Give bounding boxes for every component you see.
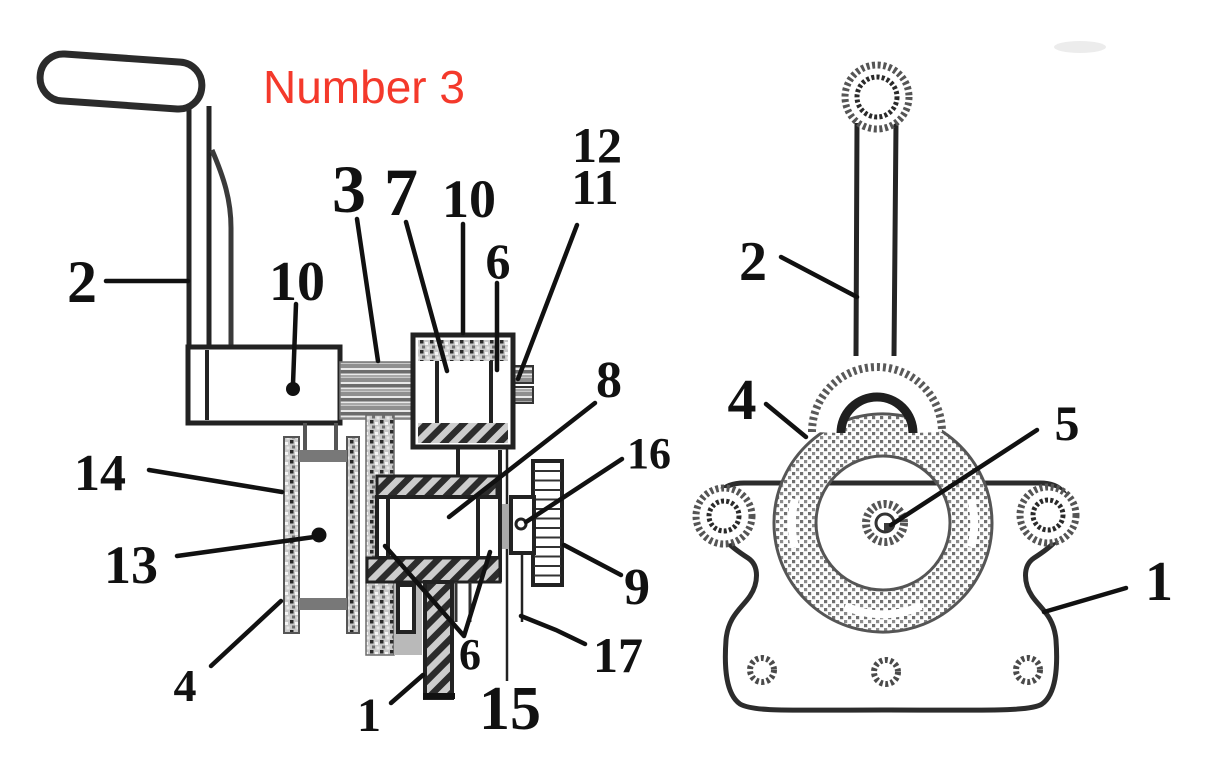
ratchet-gear: [531, 459, 564, 587]
callout-6-bottom: 6: [459, 630, 481, 679]
arm-yoke-dome: [808, 363, 946, 434]
bearing-box: [410, 332, 534, 450]
leader-5-right: [888, 427, 1040, 528]
left-view-callouts: 2 10 3 7 10 6 12 11 8 16 9 17 15 6 1 4 1…: [67, 117, 671, 743]
crank-grip: [36, 50, 206, 113]
leader-16: [523, 456, 625, 525]
leader-12-11: [515, 222, 580, 382]
bracket-slot: [396, 583, 416, 634]
drive-shaft: [339, 361, 415, 420]
callout-8: 8: [596, 352, 622, 409]
leader-14: [146, 467, 285, 495]
flanged-wheel: [283, 423, 360, 634]
frame-bar: [423, 580, 455, 700]
callout-10-top: 10: [442, 169, 496, 229]
leader-3: [354, 216, 381, 364]
callout-4-left: 4: [174, 660, 197, 711]
mounting-hole: [1013, 655, 1043, 685]
callout-1-right: 1: [1145, 551, 1173, 613]
crank-arm: [36, 50, 234, 347]
mounting-hole: [871, 657, 901, 687]
crank-hub: [185, 344, 343, 426]
leader-4-right: [763, 401, 809, 440]
callout-14: 14: [74, 445, 126, 502]
callout-2: 2: [67, 249, 97, 315]
callout-16: 16: [627, 429, 671, 478]
leader-7: [403, 219, 450, 374]
right-view-callouts: 2 4 5 1: [728, 231, 1174, 613]
callout-12: 12: [572, 117, 622, 173]
center-hub: [862, 500, 908, 546]
leader-2-right: [778, 254, 860, 300]
right-view-leaders: [763, 254, 1129, 615]
figure-annotation-text: Number 3: [263, 61, 465, 113]
left-view-side-section: 2 10 3 7 10 6 12 11 8 16 9 17 15 6 1 4 1…: [36, 50, 671, 743]
callout-11: 11: [571, 159, 618, 215]
callout-7: 7: [384, 154, 418, 230]
right-view-front: 2 4 5 1: [692, 41, 1174, 713]
callout-1-left: 1: [357, 689, 381, 742]
scan-smudge: [1054, 41, 1106, 53]
leader-4-left: [208, 598, 284, 669]
left-boss: [692, 484, 756, 548]
callout-2-right: 2: [739, 231, 767, 293]
hub-target-dot: [286, 382, 300, 396]
leader-1-left: [388, 672, 426, 706]
callout-3: 3: [332, 151, 366, 227]
front-arm: [853, 122, 899, 357]
callout-6-top: 6: [486, 233, 511, 289]
mounting-hole: [747, 655, 777, 685]
mounting-holes: [747, 655, 1043, 687]
callout-10-hub: 10: [269, 251, 325, 313]
leader-1-right: [1041, 585, 1129, 615]
callout-15: 15: [479, 675, 541, 743]
right-boss: [1016, 483, 1080, 547]
leader-8: [446, 400, 598, 520]
leader-9: [561, 542, 624, 578]
callout-13: 13: [104, 535, 158, 595]
pawl-housing: [502, 495, 536, 555]
callout-17: 17: [593, 627, 643, 683]
leader-13: [174, 534, 317, 559]
leader-17: [518, 613, 588, 647]
ring-drum: [772, 412, 994, 634]
leader-10-hub: [290, 301, 299, 387]
callout-4-right: 4: [728, 367, 757, 432]
callout-5-right: 5: [1055, 395, 1080, 451]
callout-9: 9: [624, 559, 650, 616]
arm-eye: [841, 61, 913, 133]
leader-6-bottom: [382, 543, 493, 639]
left-view-leaders: [103, 216, 625, 706]
